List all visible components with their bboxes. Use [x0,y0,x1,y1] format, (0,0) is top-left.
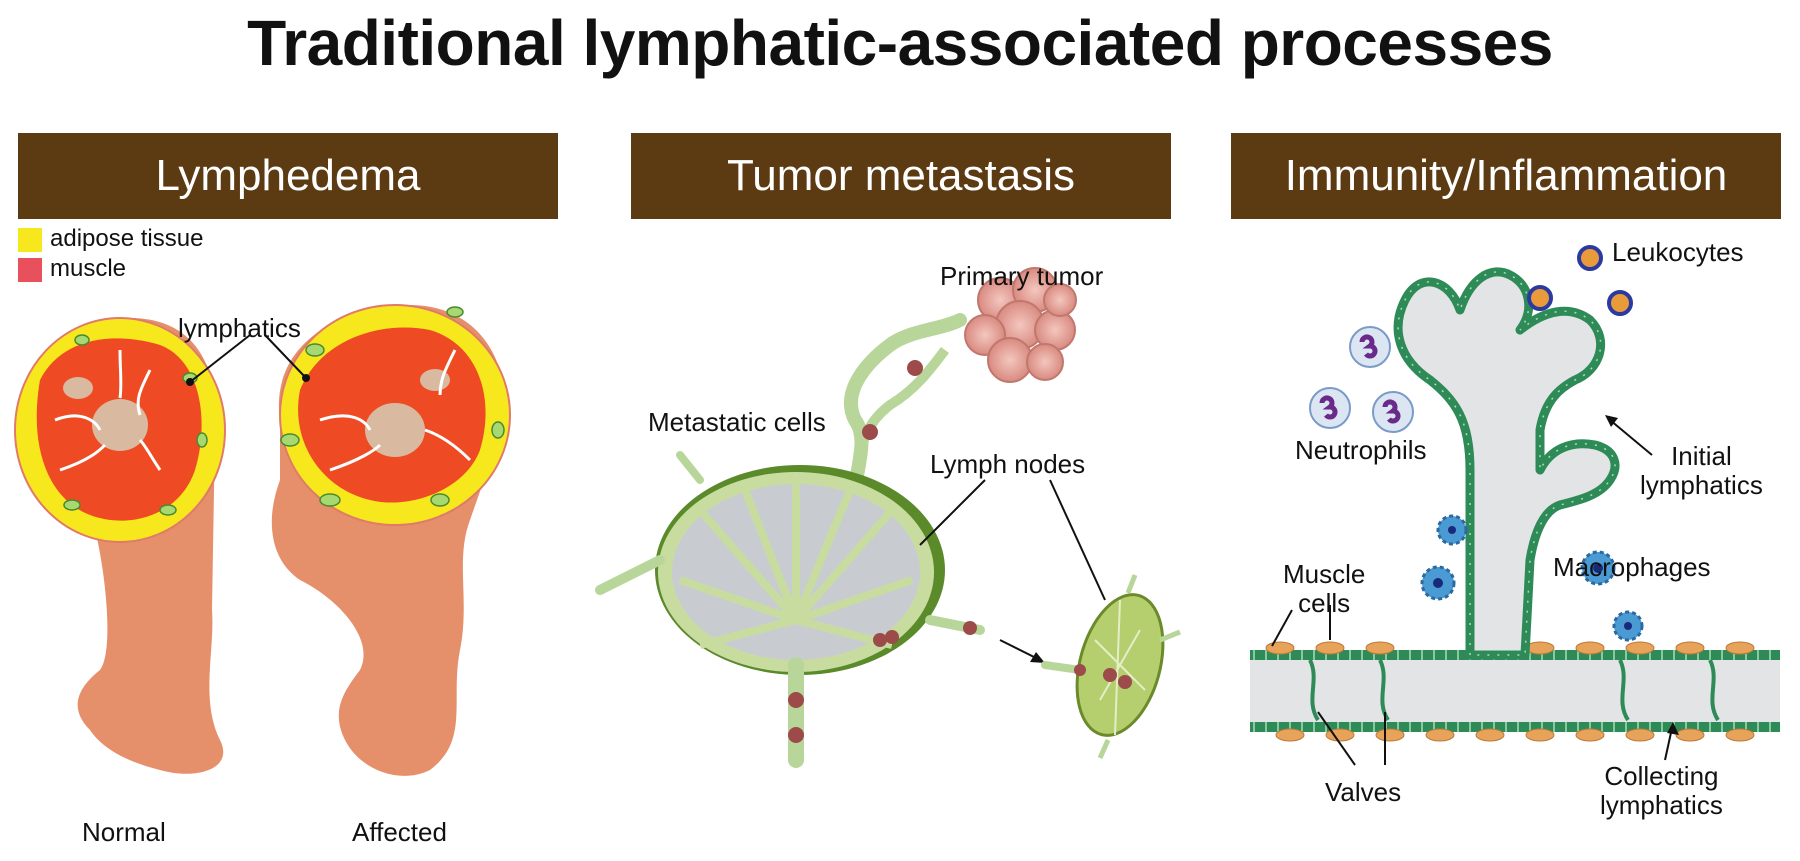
affected-leg [271,304,511,776]
leukocytes-label: Leukocytes [1612,237,1744,267]
lymphedema-header: Lymphedema [18,133,558,219]
immunity-inflammation-header: Immunity/Inflammation [1231,133,1781,219]
adipose-legend-swatch [18,228,42,252]
lymph-nodes-label: Lymph nodes [930,449,1086,479]
primary-tumor-label: Primary tumor [940,261,1104,291]
macrophages-label: Macrophages [1553,552,1711,582]
tumor-metastasis-header: Tumor metastasis [631,133,1171,219]
neutrophils [1309,326,1414,433]
normal-leg [14,317,226,774]
figure-title: Traditional lymphatic-associated process… [247,7,1553,79]
muscle-legend-label: muscle [50,255,127,282]
muscle-legend-swatch [18,258,42,282]
neutrophils-label: Neutrophils [1295,435,1427,465]
collecting-lymphatics-label: Collecting lymphatics [1600,761,1723,820]
adipose-legend-label: adipose tissue [50,225,204,252]
metastatic-cells-label: Metastatic cells [648,407,826,437]
normal-label: Normal [82,817,166,847]
primary-tumor [964,267,1077,383]
small-lymph-node [1041,574,1181,760]
initial-lymphatics-label: Initial lymphatics [1640,441,1763,500]
affected-label: Affected [352,817,447,847]
valves-label: Valves [1325,777,1402,807]
muscle-cells-label: Muscle cells [1283,559,1366,618]
large-lymph-node [655,465,945,675]
lymphatics-pointer-normal [189,334,251,383]
lymphatics-pointer-affected [264,334,307,379]
lymphatics-label: lymphatics [178,313,301,343]
initial-lymphatic-tree [1393,267,1620,660]
macrophages [1420,514,1644,642]
leukocytes [1527,245,1633,316]
